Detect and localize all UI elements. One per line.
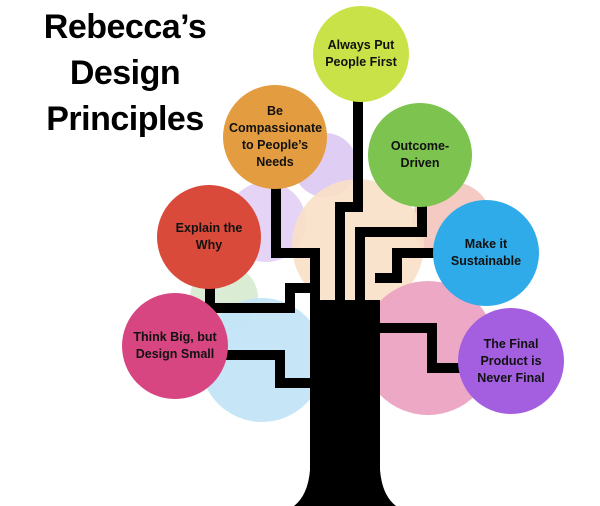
principle-label: Think Big, but Design Small (133, 330, 217, 361)
page-title: Rebecca’s Design Principles (0, 4, 250, 142)
principle-make-it-sustainable: Make it Sustainable (433, 200, 539, 306)
branch-outcome (355, 200, 427, 305)
branch-think-big (222, 350, 315, 388)
principle-label: Outcome-Driven (390, 139, 450, 170)
principle-explain-the-why: Explain the Why (157, 185, 261, 289)
branch-always (335, 95, 363, 305)
branches (205, 95, 470, 388)
principle-final-product-never-final: The Final Product is Never Final (458, 308, 564, 414)
branch-explain (205, 283, 315, 313)
principle-label: Always Put People First (325, 38, 397, 69)
title-line-1: Rebecca’s Design (43, 8, 207, 92)
title-line-2: Principles (46, 100, 204, 138)
principle-think-big-design-small: Think Big, but Design Small (122, 293, 228, 399)
branch-sustainable (375, 248, 445, 283)
principle-label: Explain the Why (175, 221, 243, 252)
principle-be-compassionate: Be Compassionate to People’s Needs (223, 85, 327, 189)
principle-label: Make it Sustainable (450, 237, 522, 268)
principle-always-put-people-first: Always Put People First (313, 6, 409, 102)
branch-final (375, 323, 470, 373)
branch-compassionate (271, 185, 320, 305)
principle-label: The Final Product is Never Final (477, 336, 545, 385)
principle-outcome-driven: Outcome-Driven (368, 103, 472, 207)
tree-trunk (294, 300, 396, 506)
principle-label: Be Compassionate to People’s Needs (229, 104, 323, 169)
